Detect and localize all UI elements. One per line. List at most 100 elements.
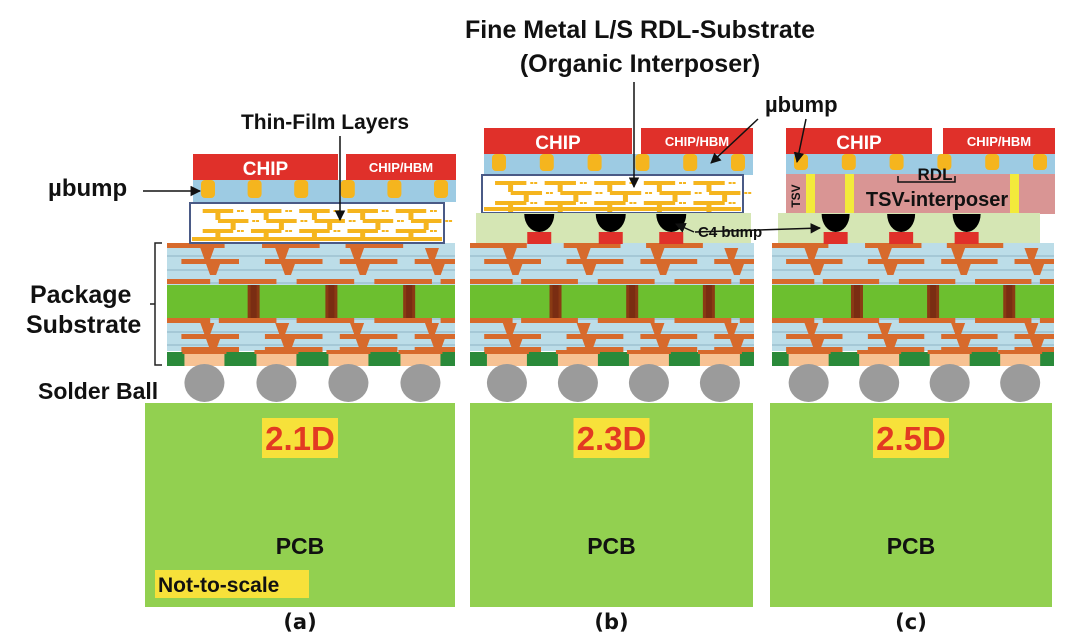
copper-trace [865, 243, 922, 248]
rdl-via [672, 195, 678, 202]
micro-via [951, 323, 966, 334]
micro-via [1030, 339, 1045, 350]
copper-trace [1014, 334, 1054, 339]
copper-trace [339, 347, 398, 352]
copper-trace [218, 279, 277, 284]
rdl-via [278, 223, 284, 230]
c4-pad [598, 232, 623, 244]
copper-trace [739, 318, 754, 323]
rdl-dot [337, 230, 341, 232]
copper-trace [772, 318, 815, 323]
copper-trace [484, 259, 541, 264]
micro-via [1024, 248, 1039, 259]
rdl-trace [709, 191, 741, 195]
copper-trace [264, 259, 323, 264]
rdl-dot [397, 220, 401, 222]
rdl-dot [300, 220, 304, 222]
micro-via [1030, 264, 1045, 275]
micro-via [883, 339, 898, 350]
solder-ball [859, 364, 900, 402]
rdl-dot [333, 210, 337, 212]
solder-ball [184, 364, 225, 402]
rdl-dot [530, 202, 534, 204]
rdl-dot [433, 230, 437, 232]
copper-trace [218, 318, 277, 323]
copper-trace [714, 334, 754, 339]
micro-via [502, 323, 517, 334]
rdl-dot [579, 182, 583, 184]
rdl-via [622, 195, 628, 202]
rdl-dot [633, 202, 637, 204]
c4-bump [887, 214, 916, 232]
copper-trace [946, 243, 1004, 248]
ball-pad [256, 352, 297, 366]
rdl-dot [285, 210, 289, 212]
rdl-dot [236, 210, 240, 212]
core-via-fill [250, 285, 257, 318]
copper-trace [674, 279, 732, 284]
micro-via [650, 323, 665, 334]
rdl-trace [643, 181, 676, 185]
micro-via [810, 264, 825, 275]
ubump [387, 180, 402, 198]
rdl-via [523, 195, 529, 202]
chip-die [193, 154, 338, 180]
copper-trace [470, 243, 527, 248]
micro-via [877, 248, 892, 259]
ball-pad-copper [697, 350, 742, 354]
copper-trace [1039, 279, 1054, 284]
rdl-dot [629, 182, 633, 184]
copper-trace [786, 334, 843, 339]
micro-via [206, 339, 221, 350]
panel-caption: (c) [895, 610, 927, 634]
rdl-via [607, 185, 613, 192]
micro-via [350, 248, 365, 259]
ubump [937, 154, 952, 170]
rdl-label: RDL [918, 165, 953, 184]
rdl-trace [299, 209, 330, 213]
copper-trace [181, 334, 239, 339]
rdl-dot [583, 202, 587, 204]
copper-trace [484, 334, 541, 339]
rdl-trace [544, 181, 576, 185]
solder-ball [486, 364, 527, 402]
micro-via [956, 339, 971, 350]
rdl-bracket [897, 176, 956, 183]
core-via-fill [1006, 285, 1013, 318]
rdl-trace [495, 181, 527, 185]
rdl-trace [560, 191, 592, 195]
micro-via [810, 339, 825, 350]
rdl-dot [256, 220, 260, 222]
rdl-via [230, 223, 236, 230]
package-label-1: Package [30, 281, 132, 309]
copper-trace [975, 318, 1032, 323]
tsv [1010, 174, 1019, 214]
copper-trace [296, 279, 355, 284]
pcb-label: PCB [887, 533, 936, 559]
ubump [841, 154, 856, 170]
ubump-arrow-b [710, 118, 759, 164]
c4-pad [527, 232, 552, 244]
rdl-via [508, 185, 514, 192]
rdl-via [573, 195, 579, 202]
ball-pad [859, 352, 900, 366]
solder-ball [628, 364, 669, 402]
rdl-via [327, 223, 333, 230]
micro-via [502, 248, 517, 259]
core-via-fill [853, 285, 860, 318]
micro-via [350, 323, 365, 334]
micro-via [877, 323, 892, 334]
copper-trace [470, 279, 513, 284]
note-group: Not-to-scale [155, 570, 309, 598]
ball-pad-copper [555, 350, 600, 354]
rdl-dot [748, 192, 752, 194]
rdl-dot [679, 182, 683, 184]
rdl-dot [698, 192, 702, 194]
ubump [434, 180, 448, 198]
micro-via [729, 339, 744, 350]
rdl-trace [594, 181, 626, 185]
micro-via [206, 264, 221, 275]
copper-trace [566, 347, 624, 352]
rdl-via [360, 213, 366, 220]
rdl-via [215, 213, 221, 220]
